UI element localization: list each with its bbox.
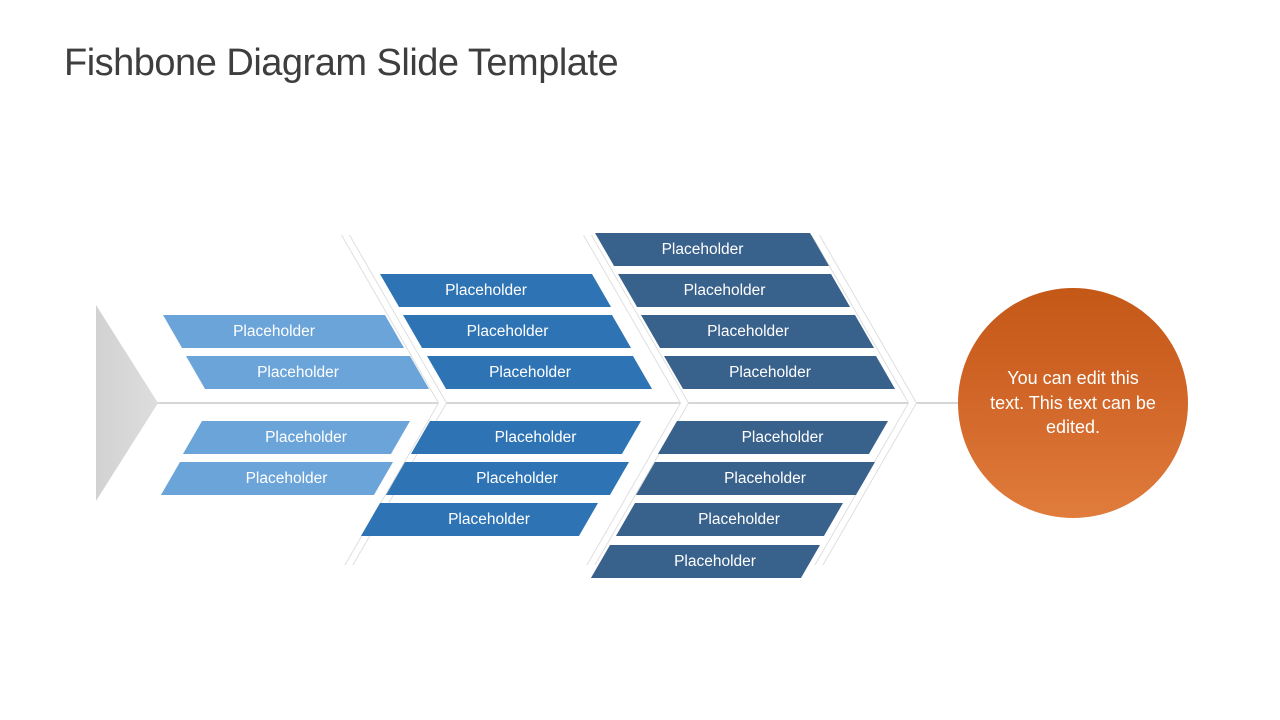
bar-label: Placeholder xyxy=(448,510,530,528)
fish-tail-shape xyxy=(96,305,158,501)
bar-label: Placeholder xyxy=(707,322,789,340)
bar-label: Placeholder xyxy=(445,281,527,299)
placeholder-bar: Placeholder xyxy=(160,462,393,495)
placeholder-bar: Placeholder xyxy=(590,545,820,578)
bar-label: Placeholder xyxy=(489,363,571,381)
bar-label: Placeholder xyxy=(698,510,780,528)
bar-label: Placeholder xyxy=(661,240,744,258)
bar-label: Placeholder xyxy=(257,363,339,381)
placeholder-bar: Placeholder xyxy=(427,356,653,389)
bar-label: Placeholder xyxy=(729,363,811,381)
placeholder-bar: Placeholder xyxy=(385,462,629,495)
placeholder-bar: Placeholder xyxy=(360,503,598,536)
placeholder-bar: Placeholder xyxy=(182,421,410,454)
bar-label: Placeholder xyxy=(265,428,347,446)
bar-label: Placeholder xyxy=(724,469,806,487)
bar-label: Placeholder xyxy=(741,428,824,446)
fish-head-text: You can edit this text. This text can be… xyxy=(990,367,1156,438)
placeholder-bar: Placeholder xyxy=(380,274,612,307)
placeholder-bar: Placeholder xyxy=(163,315,405,348)
bar-label: Placeholder xyxy=(466,322,549,340)
placeholder-bar: Placeholder xyxy=(410,421,641,454)
placeholder-bar: Placeholder xyxy=(618,274,851,307)
placeholder-bar: Placeholder xyxy=(641,315,875,348)
placeholder-bar: Placeholder xyxy=(615,503,843,536)
placeholder-bar: Placeholder xyxy=(664,356,896,389)
slide-title: Fishbone Diagram Slide Template xyxy=(64,42,619,84)
bar-label: Placeholder xyxy=(683,281,766,299)
placeholder-bar: Placeholder xyxy=(186,356,430,389)
fish-head-circle: You can edit this text. This text can be… xyxy=(958,288,1188,518)
bar-label: Placeholder xyxy=(245,469,328,487)
bar-label: Placeholder xyxy=(674,552,756,570)
bar-label: Placeholder xyxy=(233,322,315,340)
placeholder-bar: Placeholder xyxy=(595,233,830,266)
placeholder-bar: Placeholder xyxy=(657,421,888,454)
placeholder-bar: Placeholder xyxy=(635,462,875,495)
bar-label: Placeholder xyxy=(494,428,577,446)
bar-label: Placeholder xyxy=(476,469,558,487)
fish-spine-line xyxy=(157,402,958,404)
placeholder-bar: Placeholder xyxy=(403,315,632,348)
